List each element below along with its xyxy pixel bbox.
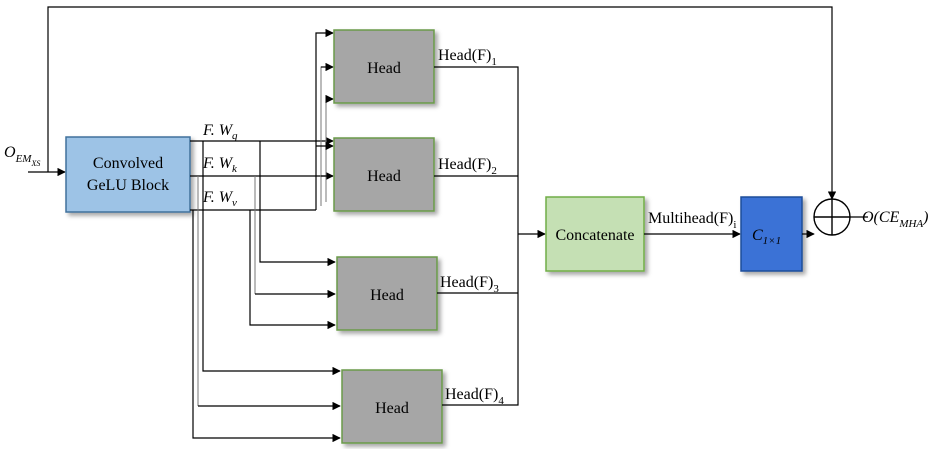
projection-q-label: F. Wq <box>202 122 238 142</box>
head-output-wires <box>434 66 546 406</box>
skip-connection <box>47 6 837 200</box>
projection-wires <box>190 28 341 443</box>
head-2-box <box>333 137 435 212</box>
head-1: Head <box>333 29 435 104</box>
concatenate-label: Concatenate <box>555 227 634 244</box>
conv1x1-block: C1×1 <box>740 196 803 272</box>
conv1x1-label: C1×1 <box>752 227 781 247</box>
convolved-gelu-line1: Convolved <box>93 155 163 172</box>
head-2-output-label: Head(F)2 <box>438 156 497 177</box>
output-label: O(CEMHA) <box>862 209 928 230</box>
multihead-label: Multihead(F)i <box>648 210 736 231</box>
head-3-output-label: Head(F)3 <box>440 274 499 295</box>
head-2: Head <box>333 137 435 212</box>
head-4-label: Head <box>375 400 409 417</box>
head-3-label: Head <box>370 287 404 304</box>
conv1x1-box <box>740 196 803 272</box>
head-2-label: Head <box>367 168 401 185</box>
head-1-label: Head <box>367 60 401 77</box>
input-label: OEMXS <box>4 144 40 168</box>
projection-v-label: F. Wv <box>202 189 237 209</box>
head-4-output-label: Head(F)4 <box>445 386 504 407</box>
convolved-gelu-box <box>65 136 191 213</box>
head-1-output-label: Head(F)1 <box>438 47 497 68</box>
adder-symbol <box>813 198 851 236</box>
convolved-gelu-line2: GeLU Block <box>87 177 169 194</box>
concatenate-block: Concatenate <box>545 196 645 272</box>
head-4-box <box>341 369 443 444</box>
projection-k-label: F. Wk <box>202 155 238 175</box>
head-3: Head <box>336 256 438 331</box>
head-1-box <box>333 29 435 104</box>
head-4: Head <box>341 369 443 444</box>
convolved-gelu-block: Convolved GeLU Block <box>65 136 191 213</box>
